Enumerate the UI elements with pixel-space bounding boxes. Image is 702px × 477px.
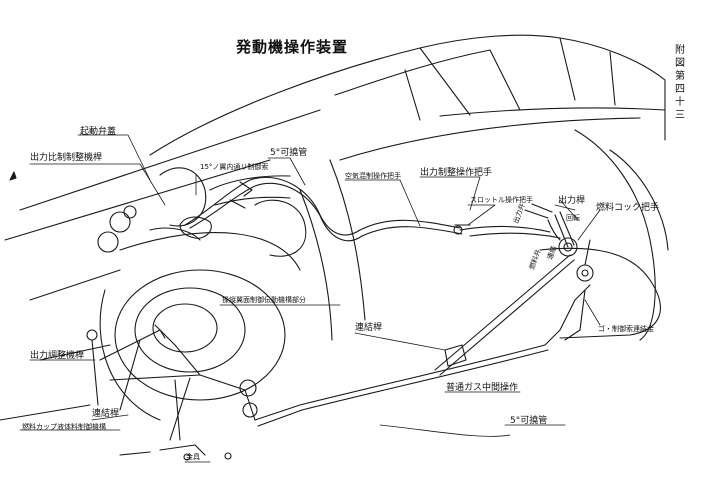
label-left-output-lever: 出力調整機桿: [30, 351, 85, 361]
label-right-lower: ゴ・制御索連結金: [598, 325, 654, 333]
label-center-bellcrank: 操縦翼面制御伝動機構部分: [222, 296, 306, 304]
connecting-rod-assembly: [254, 254, 591, 427]
label-cable-top-left: 15°ノ翼内通リ制御索: [200, 163, 269, 171]
figure-title: 発動機操作装置: [236, 38, 349, 56]
margin-mark: [9, 171, 17, 181]
label-tube-5deg-bottom: 5°可撓管: [510, 416, 548, 426]
label-left-lower-long: 燃料カップ液体料制御機構: [22, 423, 106, 431]
linkage-lower-left: [86, 324, 258, 461]
label-bottom-small: 金具: [186, 453, 200, 461]
label-lever-mid: スロットル操作把手: [470, 196, 533, 204]
engine-cowling: [97, 205, 301, 421]
leader-lines: [19, 134, 601, 463]
label-fuel-gas-pipe: 普通ガス中間操作: [446, 383, 519, 393]
control-cables: [184, 175, 561, 242]
label-starter-valve: 起動弁蓋: [80, 127, 117, 137]
figure-number-note: 附図第四十三: [675, 45, 685, 121]
label-link-rod: 連結桿: [92, 409, 120, 419]
bracket-top-left: [179, 181, 253, 239]
label-tube-5deg-top: 5°可撓管: [270, 148, 308, 158]
throttle-quadrant: [453, 203, 594, 282]
label-bend: 回転: [566, 214, 580, 222]
label-fuel-cock-handle: 燃料コック把手: [596, 203, 660, 213]
label-output-lever: 出力桿: [558, 196, 586, 206]
label-throttle-control-lever: 出力制整操作把手: [420, 168, 493, 178]
fuselage-outline: [0, 34, 666, 421]
label-mixture-lever-left: 出力比制制整機桿: [30, 153, 103, 163]
label-connecting-rod: 連結桿: [355, 323, 383, 333]
cockpit-frame: [159, 129, 669, 341]
label-mixture-control-lever: 空気混制操作把手: [345, 172, 401, 180]
